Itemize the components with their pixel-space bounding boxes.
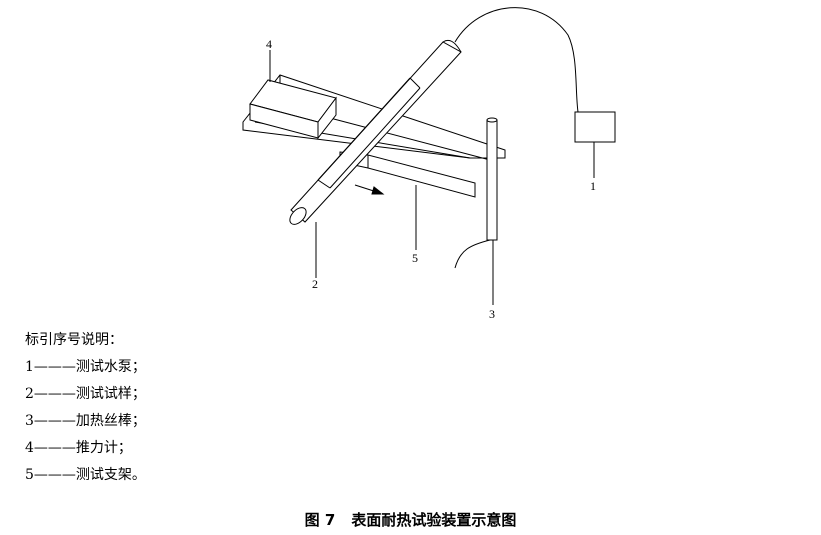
figure-caption: 图 7 表面耐热试验装置示意图	[0, 509, 821, 530]
legend-sep: ———	[33, 467, 76, 483]
legend-sep: ———	[33, 386, 76, 402]
legend-item: 2———测试试样；	[25, 381, 146, 408]
force-gauge	[249, 79, 337, 140]
legend-text: 测试试样；	[75, 386, 146, 402]
water-pipe	[454, 7, 579, 113]
legend-sep: ———	[33, 440, 76, 456]
legend: 标引序号说明： 1———测试水泵； 2———测试试样； 3———加热丝棒； 4—…	[25, 327, 146, 489]
test-specimen-rod	[289, 39, 462, 225]
legend-item: 1———测试水泵；	[25, 354, 146, 381]
legend-title: 标引序号说明：	[25, 332, 123, 348]
legend-sep: ———	[33, 413, 76, 429]
direction-arrow-icon	[354, 184, 385, 195]
legend-num: 1	[25, 359, 34, 375]
legend-item: 5———测试支架。	[25, 462, 146, 489]
legend-sep: ———	[33, 359, 76, 375]
figure-number: 图 7	[304, 511, 336, 529]
legend-text: 测试水泵；	[75, 359, 146, 375]
legend-num: 3	[25, 413, 34, 429]
legend-item: 4———推力计；	[25, 435, 146, 462]
label-3: 3	[489, 307, 495, 321]
legend-text: 推力计；	[75, 440, 132, 456]
label-2: 2	[312, 277, 318, 291]
apparatus-diagram: 4 1 2 5 3	[242, 7, 616, 321]
legend-item: 3———加热丝棒；	[25, 408, 146, 435]
legend-num: 5	[25, 467, 34, 483]
legend-text: 测试支架。	[75, 467, 146, 483]
water-pump	[574, 111, 616, 143]
label-5: 5	[412, 251, 418, 265]
label-1: 1	[590, 179, 596, 193]
legend-num: 4	[25, 440, 34, 456]
figure-title: 表面耐热试验装置示意图	[351, 511, 517, 529]
label-4: 4	[266, 37, 272, 51]
legend-text: 加热丝棒；	[75, 413, 146, 429]
legend-num: 2	[25, 386, 34, 402]
heating-rod	[454, 117, 498, 305]
